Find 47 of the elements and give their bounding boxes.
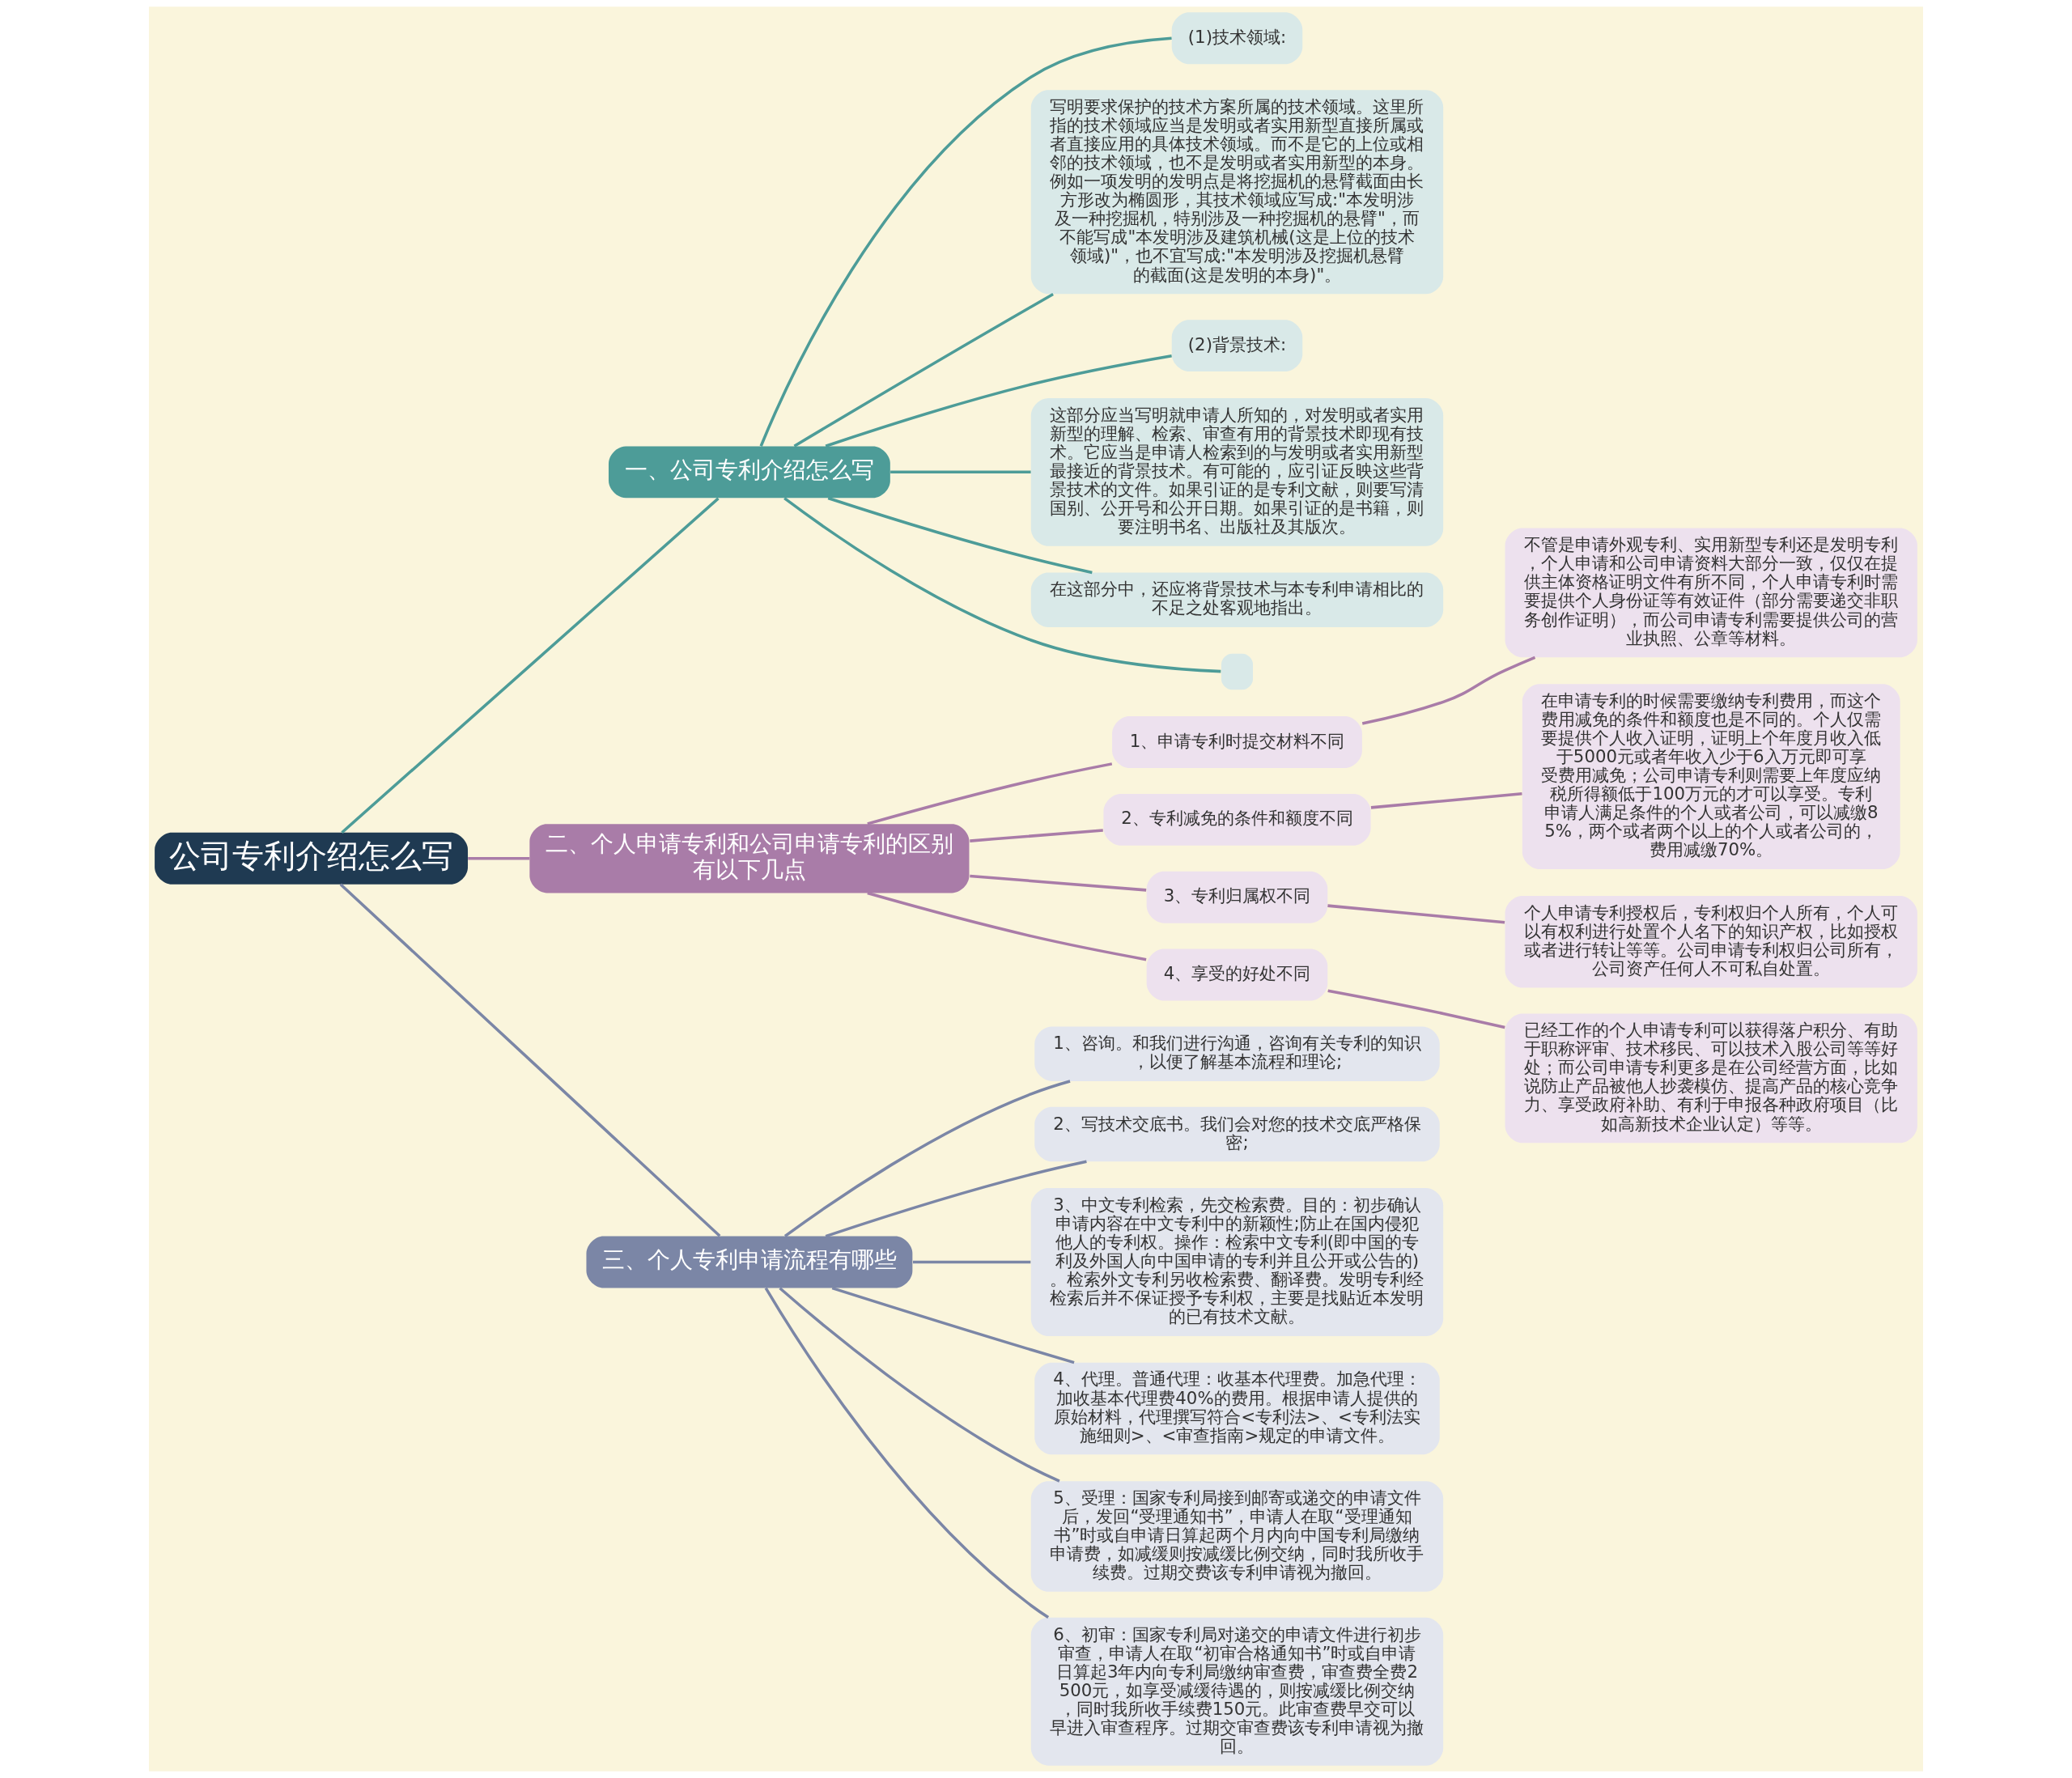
node-box: (1)技术领域: bbox=[1171, 12, 1303, 65]
node-box: 二、个人申请专利和公司申请专利的区别有以下几点 bbox=[529, 824, 970, 893]
node-box: 不管是申请外观专利、实用新型专利还是发明专利，个人申请和公司申请资料大部分一致，仅仅在提供主体资格证明文件有所不同，个人申请专利时需要提供个人身份证等有效证件（部分需要递交非职务创作证明），而公司申请专利需要提供公司的营业执照、公章等材料。 bbox=[1505, 528, 1917, 658]
node-box: 三、个人专利申请流程有哪些 bbox=[586, 1236, 913, 1288]
connector bbox=[779, 1287, 1060, 1483]
node-box: 1、咨询。和我们进行沟通，咨询有关专利的知识，以便了解基本流程和理论; bbox=[1034, 1026, 1440, 1081]
node-box: 4、代理。普通代理：收基本代理费。加急代理：加收基本代理费40%的费用。根据申请人提供的原始材料，代理撰写符合<专利法>、<专利法实施细则>、<审查指南>规定的申请文件。 bbox=[1034, 1362, 1440, 1455]
node-box: 在这部分中，还应将背景技术与本专利申请相比的不足之处客观地指出。 bbox=[1030, 572, 1444, 627]
node-box: 4、享受的好处不同 bbox=[1146, 948, 1328, 1001]
connector bbox=[1327, 989, 1505, 1029]
node-box: 这部分应当写明就申请人所知的，对发明或者实用新型的理解、检索、审查有用的背景技术即现有技术。它应当是申请人检索到的与发明或者实用新型最接近的背景技术。有可能的，应引证反映这些背景技术的文件。如果引证的是专利文献，则要写清国别、公开号和公开日期。如果引证的是书籍，则要注明书名、出版社及其版次。 bbox=[1030, 397, 1444, 546]
connector bbox=[783, 1080, 1071, 1237]
node-box: 2、写技术交底书。我们会对您的技术交底严格保密; bbox=[1034, 1106, 1440, 1162]
node-box: 已经工作的个人申请专利可以获得落户积分、有助于职称评审、技术移民、可以技术入股公司等等好处；而公司申请专利更多是在公司经营方面，比如说防止产品被他人抄袭模仿、提高产品的核心竞争力、享受政府补助、有利于申报各种政府项目（比如高新技术企业认定）等等。 bbox=[1505, 1013, 1917, 1144]
connector bbox=[1327, 904, 1505, 924]
node-box: 2、专利减免的条件和额度不同 bbox=[1103, 793, 1371, 846]
node-box: 3、专利归属权不同 bbox=[1146, 871, 1328, 923]
node-box: 写明要求保护的技术方案所属的技术领域。这里所指的技术领域应当是发明或者实用新型直接所属或者直接应用的具体技术领域。而不是它的上位或相邻的技术领域，也不是发明或者实用新型的本身。例如一项发明的发明点是将挖掘机的悬臂截面由长方形改为椭圆形，其技术领域应写成:"本发明涉及一种挖掘机，特别涉及一种挖掘机的悬臂"，而不能写成"本发明涉及建筑机械(这是上位的技术领域)"，也不宜写成:"本发明涉及挖掘机悬臂的截面(这是发明的本身)"。 bbox=[1030, 90, 1444, 295]
connector bbox=[831, 1286, 1075, 1364]
connector bbox=[1370, 792, 1522, 809]
connector bbox=[867, 891, 1147, 961]
connector bbox=[867, 762, 1113, 825]
connector bbox=[793, 293, 1054, 448]
connector bbox=[759, 36, 1172, 447]
node-box: 一、公司专利介绍怎么写 bbox=[608, 446, 890, 499]
node-box bbox=[1221, 653, 1253, 690]
node-box: 3、中文专利检索，先交检索费。目的：初步确认申请内容在中文专利中的新颖性;防止在国内侵犯他人的专利权。操作：检索中文专利(即中国的专利及外国人向中国申请的专利并且公开或公告的)。检索外文专利另收检索费、翻译费。发明专利经检索后并不保证授予专利权，主要是找贴近本发明的已有技术文献。 bbox=[1030, 1188, 1444, 1336]
node-box: 5、受理：国家专利局接到邮寄或递交的申请文件后，发回“受理通知书”，申请人在取“受理通知书”时或自申请日算起两个月内向中国专利局缴纳申请费，如减缓则按减缓比例交纳，同时我所收手续费。过期交费该专利申请视为撤回。 bbox=[1030, 1481, 1444, 1592]
connector bbox=[825, 1160, 1087, 1238]
connector bbox=[913, 1260, 1031, 1264]
node-box: 在申请专利的时候需要缴纳专利费用，而这个费用减免的条件和额度也是不同的。个人仅需要提供个人收入证明，证明上个年度月收入低于5000元或者年收入少于6入万元即可享受费用减免；公司申请专利则需要上年度应纳税所得额低于100万元的才可以享受。专利申请人满足条件的个人或者公司，可以减缴85%，两个或者两个以上的个人或者公司的，费用减缴70%。 bbox=[1522, 684, 1900, 870]
node-box: 公司专利介绍怎么写 bbox=[155, 832, 469, 885]
node-box: 个人申请专利授权后，专利权归个人所有，个人可以有权利进行处置个人名下的知识产权，比如授权或者进行转让等等。公司申请专利权归公司所有，公司资产任何人不可私自处置。 bbox=[1505, 895, 1917, 988]
node-box: 6、初审：国家专利局对递交的申请文件进行初步审查，申请人在取“初审合格通知书”时或自申请日算起3年内向专利局缴纳审查费，审查费全费2500元，如享受减缓待遇的，则按减缓比例交纳，同时我所收手续费150元。此审查费早交可以早进入审查程序。过期交审查费该专利申请视为撤回。 bbox=[1030, 1617, 1444, 1766]
connector bbox=[783, 497, 1221, 673]
connector bbox=[339, 883, 721, 1237]
connector bbox=[890, 470, 1031, 474]
connector bbox=[468, 857, 530, 860]
connector bbox=[825, 354, 1172, 448]
connector bbox=[764, 1287, 1050, 1619]
node-box: 1、申请专利时提交材料不同 bbox=[1112, 716, 1362, 768]
connector bbox=[827, 496, 1093, 575]
connector bbox=[970, 874, 1147, 892]
connector bbox=[341, 497, 720, 834]
connector bbox=[1361, 656, 1536, 725]
connector bbox=[970, 829, 1103, 842]
node-box: (2)背景技术: bbox=[1171, 320, 1303, 372]
